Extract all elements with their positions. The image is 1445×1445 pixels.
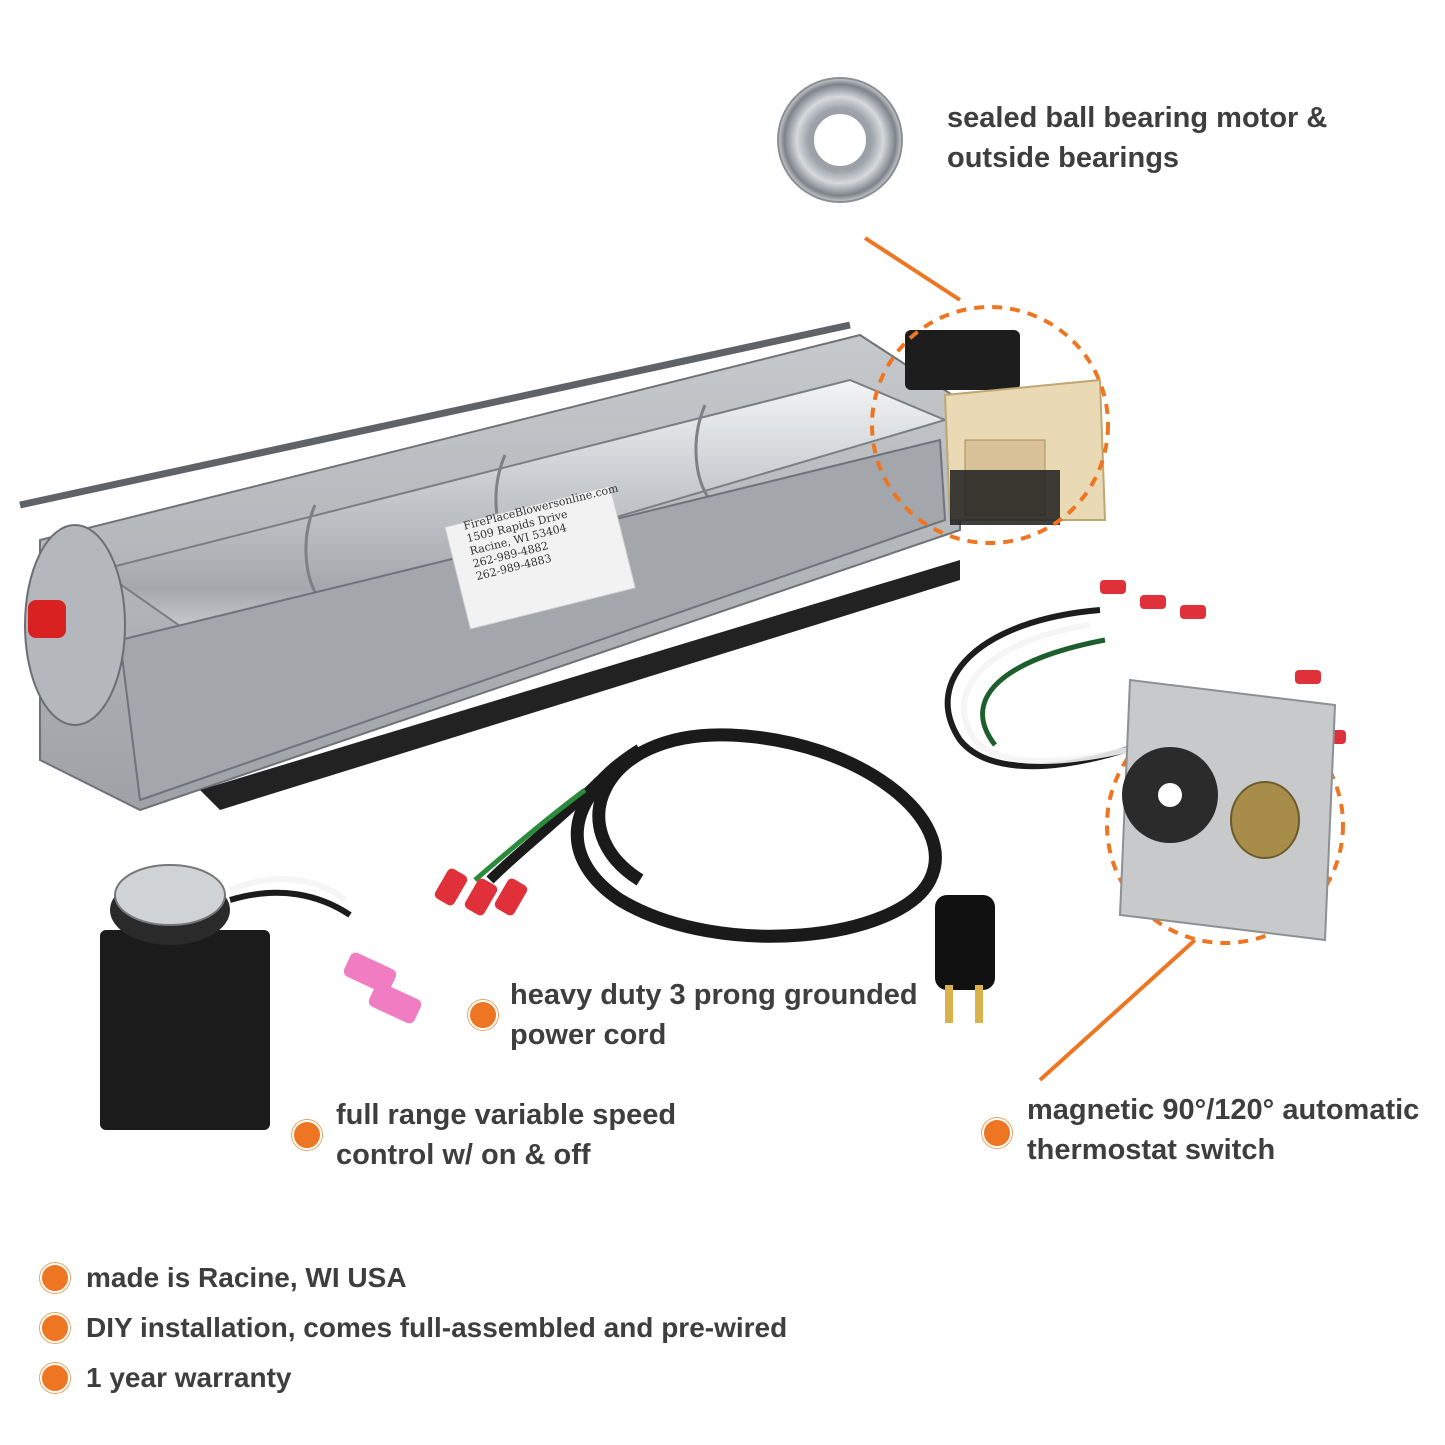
feature-item: made is Racine, WI USA — [40, 1262, 407, 1294]
feature-text: DIY installation, comes full-assembled a… — [86, 1312, 788, 1343]
power-cord — [434, 728, 995, 1023]
callout-markers — [863, 236, 1345, 1082]
blower-body — [19, 321, 961, 812]
feature-bullet-icon — [40, 1363, 70, 1393]
motor — [905, 330, 1107, 525]
bearing-callout: sealed ball bearing motor & outside bear… — [947, 98, 1327, 178]
bearing-callout-line1: sealed ball bearing motor & — [947, 102, 1328, 134]
ball-bearing-icon — [777, 77, 903, 203]
speed-callout-line1: full range variable speed — [336, 1099, 677, 1131]
thermostat-callout: magnetic 90°/120° automatic thermostat s… — [1027, 1090, 1419, 1170]
feature-bullet-icon — [40, 1313, 70, 1343]
cord-callout-line2: power cord — [510, 1019, 667, 1051]
speed-callout-line2: control w/ on & off — [336, 1139, 591, 1171]
speed-control — [100, 864, 422, 1130]
thermostat-bullet-icon — [982, 1118, 1012, 1148]
thermostat-callout-line1: magnetic 90°/120° automatic — [1027, 1094, 1420, 1126]
feature-item: DIY installation, comes full-assembled a… — [40, 1312, 787, 1344]
cord-callout-line1: heavy duty 3 prong grounded — [510, 979, 918, 1011]
feature-bullet-icon — [40, 1263, 70, 1293]
cord-bullet-icon — [468, 1000, 498, 1030]
thermostat-plate — [1118, 678, 1337, 942]
speed-callout: full range variable speed control w/ on … — [336, 1095, 676, 1175]
speed-bullet-icon — [292, 1120, 322, 1150]
bearing-callout-line2: outside bearings — [947, 142, 1180, 174]
cord-callout: heavy duty 3 prong grounded power cord — [510, 975, 918, 1055]
feature-text: 1 year warranty — [86, 1362, 292, 1393]
thermostat-callout-line2: thermostat switch — [1027, 1134, 1276, 1166]
feature-text: made is Racine, WI USA — [86, 1262, 407, 1293]
feature-item: 1 year warranty — [40, 1362, 291, 1394]
